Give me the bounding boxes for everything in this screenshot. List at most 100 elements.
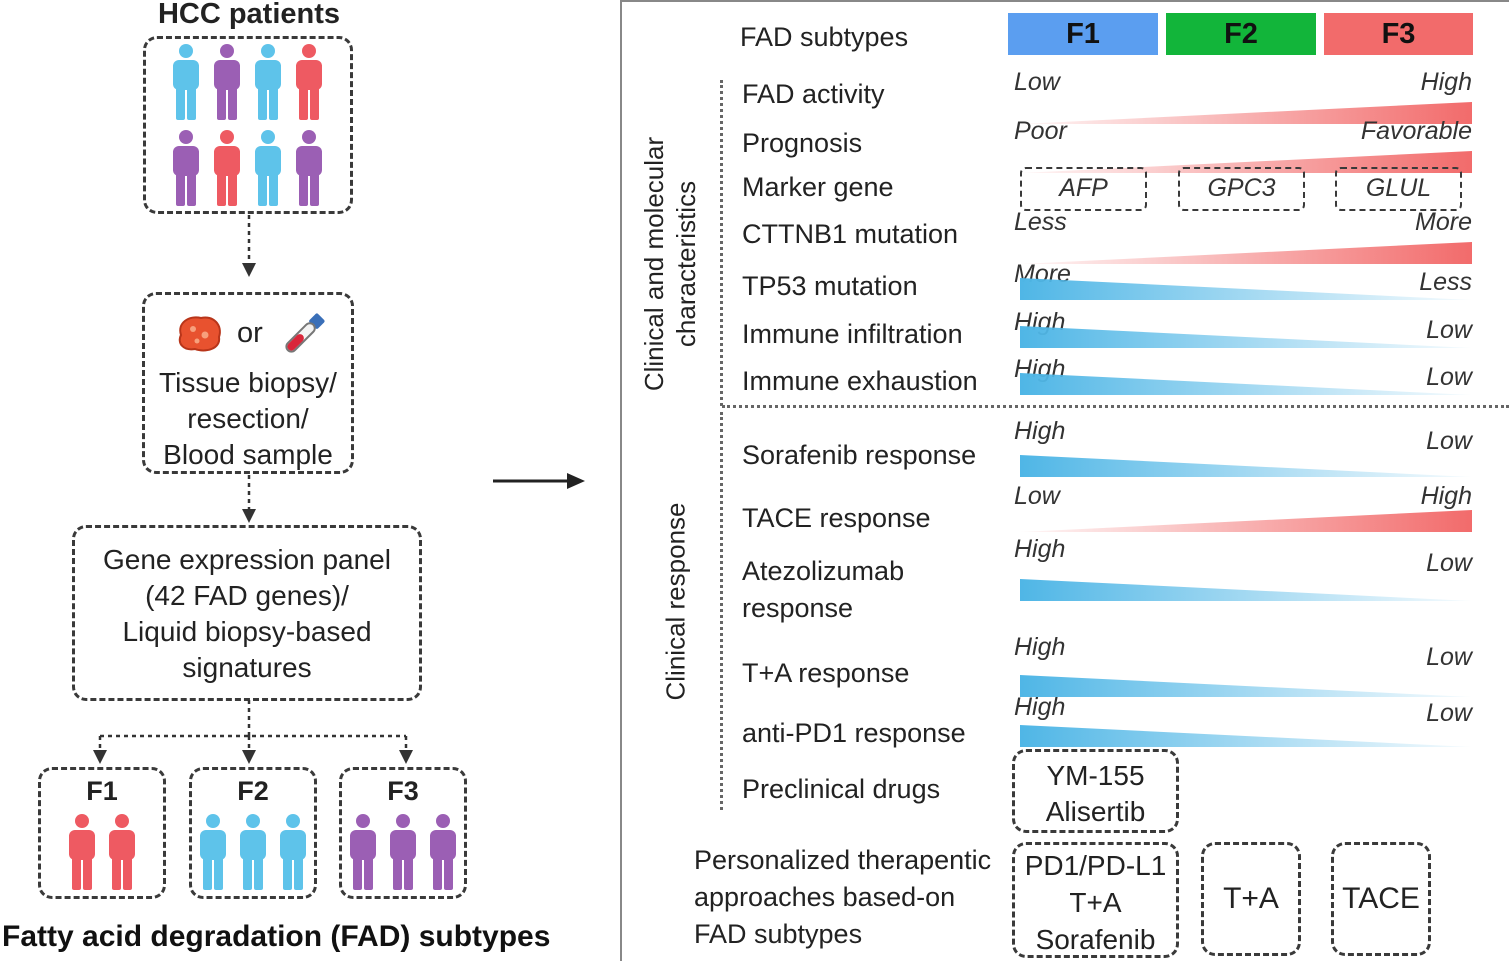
row-label: CTTNB1 mutation (742, 216, 958, 253)
header-f1: F1 (1008, 13, 1158, 55)
row-left-value: Low (1014, 482, 1060, 510)
trend-wedge (1020, 326, 1472, 348)
section-separator (722, 405, 1509, 408)
trend-wedge (1020, 455, 1472, 477)
row-right-value: Low (1426, 316, 1472, 344)
row-right-value: Low (1426, 643, 1472, 671)
row-left-value: Less (1014, 208, 1067, 236)
subtype-label-f1: F1 (86, 776, 118, 806)
row-label: FAD activity (742, 76, 885, 113)
person-icon (240, 814, 266, 890)
row-right-value: Less (1419, 268, 1472, 296)
row-label: T+A response (742, 655, 909, 692)
row-right-value: Favorable (1360, 117, 1472, 145)
row-label: TP53 mutation (742, 268, 918, 305)
row-label-line: response (742, 593, 854, 623)
subtype-box-f2: F2 (189, 767, 317, 899)
fad-subtypes-label: FAD subtypes (740, 22, 909, 52)
row-right-value: Low (1426, 549, 1472, 577)
row-left-value: Low (1014, 68, 1060, 96)
person-icon (109, 814, 135, 890)
characteristics-panel (620, 0, 1509, 961)
tissue-icon (178, 316, 221, 352)
panel-line: Gene expression panel (103, 544, 391, 575)
row-label-line: anti-PD1 response (742, 718, 966, 748)
group2-separator (720, 412, 723, 810)
flow-arrow-1 (242, 215, 256, 277)
trend-wedge (1020, 278, 1472, 300)
row-right-value: High (1420, 68, 1472, 96)
blood-tube-icon (285, 313, 325, 353)
therapy-item: PD1/PD-L1 (1024, 850, 1167, 881)
therapy-box-f2: T+A (1201, 842, 1301, 956)
row-right-value: More (1415, 208, 1472, 236)
row-label: Atezolizumab response (742, 553, 904, 627)
row-left-value: Poor (1014, 117, 1067, 145)
header-f2: F2 (1166, 13, 1316, 55)
row-label-line: Atezolizumab (742, 556, 905, 586)
trend-wedge (1020, 725, 1472, 747)
main-arrow (493, 473, 585, 489)
group1-line: Clinical and molecular (639, 136, 669, 392)
person-icon (173, 44, 199, 120)
row-right-value: Low (1426, 363, 1472, 391)
row-label-line: Immune exhaustion (742, 366, 978, 396)
gene-panel-text: Gene expression panel (42 FAD genes)/ Li… (75, 542, 419, 686)
row-label-line: Immune infiltration (742, 319, 963, 349)
row-label: Immune exhaustion (742, 363, 978, 400)
subtype-box-f1: F1 (38, 767, 166, 899)
row-left-value: High (1014, 693, 1066, 721)
group1-line: characteristics (671, 180, 701, 348)
trend-wedge (1020, 242, 1472, 264)
person-icon (350, 814, 376, 890)
group1-label: Clinical and molecular characteristics (638, 104, 702, 424)
subtype-label-f3: F3 (387, 776, 419, 806)
panel-line: (42 FAD genes)/ (145, 580, 349, 611)
person-icon (173, 130, 199, 206)
row-label-line: TACE response (742, 503, 931, 533)
panel-line: Liquid biopsy-based (122, 616, 372, 647)
personalized-line: FAD subtypes (694, 919, 863, 949)
trend-wedge (1020, 102, 1472, 124)
row-label-line: FAD activity (742, 79, 885, 109)
marker-gene-box: GPC3 (1178, 167, 1305, 211)
or-text: or (237, 317, 263, 349)
fad-subtypes-caption: Fatty acid degradation (FAD) subtypes (2, 920, 551, 953)
header-f3: F3 (1324, 13, 1473, 55)
person-icon (280, 814, 306, 890)
personalized-line: approaches based-on (694, 882, 956, 912)
row-label: anti-PD1 response (742, 715, 966, 752)
personalized-label: Personalized therapentic approaches base… (694, 842, 991, 953)
patient-grid (173, 44, 322, 206)
person-icon (255, 44, 281, 120)
preclinical-drugs-box: YM-155 Alisertib (1012, 749, 1179, 833)
trend-wedge (1020, 579, 1472, 601)
flow-arrow-2 (242, 475, 256, 523)
subtype-label-f2: F2 (237, 776, 269, 806)
drug-item: Alisertib (1045, 796, 1146, 827)
trend-wedge (1020, 675, 1472, 697)
row-label-line: T+A response (742, 658, 910, 688)
row-label: Prognosis (742, 125, 862, 162)
row-label-line: Sorafenib response (742, 440, 977, 470)
subtype-people-f2 (200, 814, 306, 890)
row-label: Marker gene (742, 169, 894, 206)
split-arrows (93, 700, 413, 764)
sample-box: or Tissue biopsy/ resection/ Blood sampl… (142, 292, 354, 474)
drug-item: YM-155 (1046, 760, 1145, 791)
group1-separator (720, 80, 723, 406)
sample-line: Tissue biopsy/ (159, 367, 337, 398)
person-icon (69, 814, 95, 890)
person-icon (296, 130, 322, 206)
person-icon (430, 814, 456, 890)
row-label: Sorafenib response (742, 437, 976, 474)
therapy-box-f1: PD1/PD-L1 T+A Sorafenib (1012, 842, 1179, 958)
subtype-people-f3 (350, 814, 456, 890)
row-label-line: Prognosis (742, 128, 863, 158)
sample-text: Tissue biopsy/ resection/ Blood sample (145, 365, 351, 473)
row-label: TACE response (742, 500, 931, 537)
person-icon (200, 814, 226, 890)
subtype-people-f1 (69, 814, 135, 890)
sample-line: resection/ (187, 403, 309, 434)
trend-wedge (1020, 373, 1472, 395)
